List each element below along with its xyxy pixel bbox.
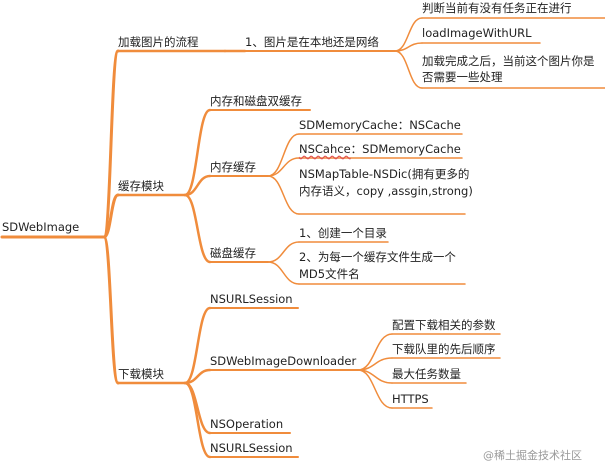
leaf-max-tasks: 最大任务数量 bbox=[392, 367, 461, 381]
leaf-sdmemorycache: SDMemoryCache：NSCache bbox=[299, 118, 461, 132]
connector-memory-leaf0 bbox=[267, 133, 300, 177]
connector-memory-leaf2 bbox=[267, 175, 300, 215]
connector-downloader-leaf3 bbox=[357, 369, 393, 409]
leaf-nscahce: NSCahce：SDMemoryCache bbox=[299, 141, 461, 157]
leaf-https: HTTPS bbox=[392, 392, 429, 406]
connector-download-urlsession-top bbox=[183, 306, 212, 385]
connector-local-leaf2 bbox=[394, 50, 423, 89]
connector-cache-disk bbox=[183, 193, 212, 264]
node-dual-cache: 内存和磁盘双缓存 bbox=[210, 94, 302, 108]
connector-local-leaf0 bbox=[394, 17, 423, 52]
connector-download-urlsession-bottom bbox=[183, 381, 212, 459]
connector-local-leaf1 bbox=[394, 42, 423, 52]
root-node: SDWebImage bbox=[2, 220, 80, 234]
leaf-check-running-task: 判断当前有没有任务正在进行 bbox=[422, 1, 572, 15]
connector-disk-leaf1 bbox=[267, 261, 300, 285]
connector-root-cache bbox=[102, 193, 120, 239]
connector-cache-memory bbox=[183, 174, 212, 197]
leaf-nsmaptable: NSMapTable-NSDic(拥有更多的内存语义，copy ,assgin,… bbox=[299, 167, 473, 198]
connector-memory-leaf1 bbox=[267, 157, 300, 177]
connector-disk-leaf0 bbox=[267, 241, 300, 263]
leaf-queue-order: 下载队里的先后顺序 bbox=[392, 342, 496, 356]
connector-cache-dual bbox=[183, 108, 212, 197]
leaf-config-params: 配置下载相关的参数 bbox=[392, 318, 496, 332]
branch-download-module: 下载模块 bbox=[118, 367, 164, 381]
leaf-load-image-with-url: loadImageWithURL bbox=[422, 26, 532, 40]
node-memory-cache: 内存缓存 bbox=[210, 160, 256, 174]
spellcheck-word: NSCahce bbox=[299, 142, 351, 156]
node-local-or-network: 1、图片是在本地还是网络 bbox=[245, 35, 379, 49]
leaf-md5-filename: 2、为每一个缓存文件生成一个MD5文件名 bbox=[299, 250, 456, 281]
watermark: @稀土掘金技术社区 bbox=[483, 449, 582, 462]
leaf-post-load-processing: 加载完成之后，当前这个图片你是否需要一些处理 bbox=[422, 54, 595, 84]
node-nsurlsession-top: NSURLSession bbox=[210, 292, 293, 306]
leaf-nscahce-suffix: ：SDMemoryCache bbox=[350, 142, 461, 156]
branch-cache-module: 缓存模块 bbox=[118, 179, 164, 193]
node-nsoperation: NSOperation bbox=[210, 417, 284, 431]
connector-root-download bbox=[102, 235, 120, 385]
connector-root-load bbox=[102, 49, 120, 239]
branch-load-flow: 加载图片的流程 bbox=[118, 35, 199, 49]
node-disk-cache: 磁盘缓存 bbox=[210, 246, 256, 260]
node-nsurlsession-bottom: NSURLSession bbox=[210, 441, 293, 455]
leaf-create-directory: 1、创建一个目录 bbox=[299, 226, 387, 240]
node-sdwebimagedownloader: SDWebImageDownloader bbox=[210, 354, 357, 368]
